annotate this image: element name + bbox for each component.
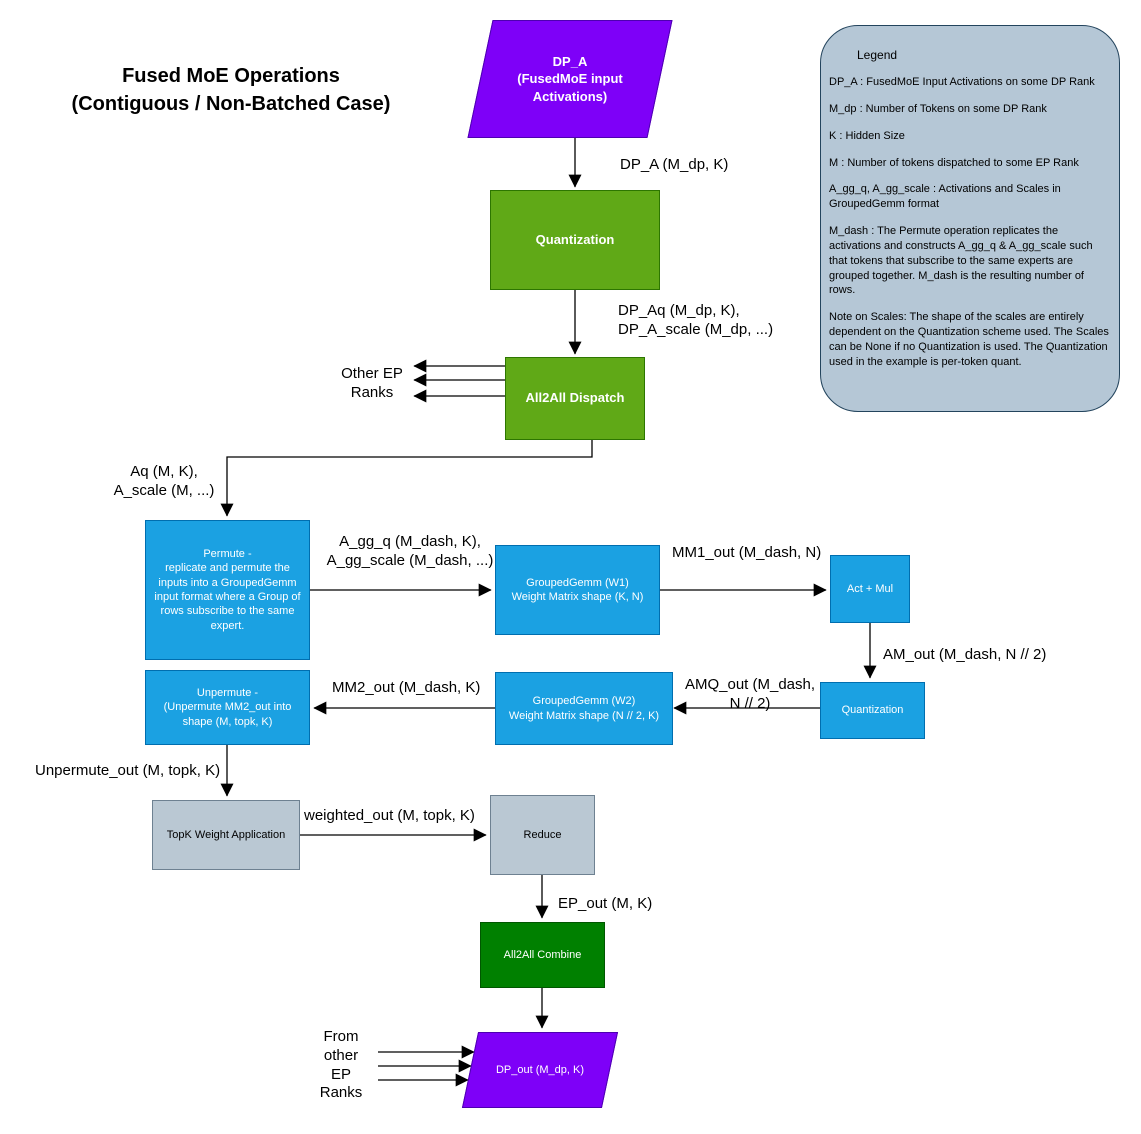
arrow-dispatch-to-permute xyxy=(220,440,593,517)
legend-panel: Legend DP_A : FusedMoE Input Activations… xyxy=(820,25,1120,412)
node-reduce: Reduce xyxy=(490,795,595,875)
legend-item-k: K : Hidden Size xyxy=(829,129,905,142)
all2all-dispatch-label: All2All Dispatch xyxy=(525,390,625,406)
edge-label-am-out: AM_out (M_dash, N // 2) xyxy=(883,646,1047,663)
legend-item-m: M : Number of tokens dispatched to some … xyxy=(829,156,1079,169)
legend-item-mdp: M_dp : Number of Tokens on some DP Rank xyxy=(829,102,1047,115)
quantization-2-label: Quantization xyxy=(841,704,904,717)
node-grouped-gemm-w1: GroupedGemm (W1) Weight Matrix shape (K,… xyxy=(495,545,660,635)
legend-item-agg: A_gg_q, A_gg_scale : Activations and Sca… xyxy=(829,183,1061,211)
edge-label-mm2-out: MM2_out (M_dash, K) xyxy=(332,679,481,696)
node-all2all-dispatch: All2All Dispatch xyxy=(505,357,645,440)
legend-item-dpa: DP_A : FusedMoE Input Activations on som… xyxy=(829,76,1095,88)
edge-label-amq-out: AMQ_out (M_dash, N // 2) xyxy=(684,676,816,712)
node-topk-weight-application: TopK Weight Application xyxy=(152,800,300,870)
node-dp-out: DP_out (M_dp, K) xyxy=(461,1032,619,1108)
legend-item-scales-note: Note on Scales: The shape of the scales … xyxy=(829,311,1109,368)
grouped-gemm-w1-label: GroupedGemm (W1) Weight Matrix shape (K,… xyxy=(511,576,644,603)
node-quantization-1: Quantization xyxy=(490,190,660,290)
quantization-1-label: Quantization xyxy=(535,231,615,247)
node-quantization-2: Quantization xyxy=(820,682,925,739)
node-dp-a: DP_A (FusedMoE input Activations) xyxy=(467,20,673,138)
edge-label-weighted-out: weighted_out (M, topk, K) xyxy=(304,807,475,824)
node-permute: Permute - replicate and permute the inpu… xyxy=(145,520,310,660)
node-all2all-combine: All2All Combine xyxy=(480,922,605,988)
dp-out-label: DP_out (M_dp, K) xyxy=(495,1063,585,1076)
node-unpermute: Unpermute - (Unpermute MM2_out into shap… xyxy=(145,670,310,745)
edge-label-mm1-out: MM1_out (M_dash, N) xyxy=(672,544,822,561)
dp-a-label: DP_A (FusedMoE input Activations) xyxy=(517,53,623,104)
label-other-ep-ranks: Other EP Ranks xyxy=(341,365,403,401)
edge-label-ep-out: EP_out (M, K) xyxy=(558,895,653,912)
all2all-combine-label: All2All Combine xyxy=(503,948,582,961)
permute-label: Permute - replicate and permute the inpu… xyxy=(154,548,301,632)
edge-label-unpermute-out: Unpermute_out (M, topk, K) xyxy=(35,762,221,779)
grouped-gemm-w2-label: GroupedGemm (W2) Weight Matrix shape (N … xyxy=(508,695,660,722)
unpermute-label: Unpermute - (Unpermute MM2_out into shap… xyxy=(163,687,292,728)
topk-weight-application-label: TopK Weight Application xyxy=(166,828,286,841)
edge-label-aq: Aq (M, K), A_scale (M, ...) xyxy=(113,463,215,499)
legend-item-mdash: M_dash : The Permute operation replicate… xyxy=(829,225,1093,297)
edge-label-dpaq: DP_Aq (M_dp, K), DP_A_scale (M_dp, ...) xyxy=(618,302,774,338)
act-mul-label: Act + Mul xyxy=(846,582,894,595)
edge-label-agg: A_gg_q (M_dash, K), A_gg_scale (M_dash, … xyxy=(326,533,494,569)
edge-label-dpa: DP_A (M_dp, K) xyxy=(620,156,729,173)
label-from-other-ep-ranks: From other EP Ranks xyxy=(319,1028,363,1102)
legend-title: Legend xyxy=(857,48,898,62)
node-grouped-gemm-w2: GroupedGemm (W2) Weight Matrix shape (N … xyxy=(495,672,673,745)
reduce-label: Reduce xyxy=(523,828,562,841)
diagram-title: Fused MoE Operations (Contiguous / Non-B… xyxy=(71,65,391,115)
node-act-mul: Act + Mul xyxy=(830,555,910,623)
